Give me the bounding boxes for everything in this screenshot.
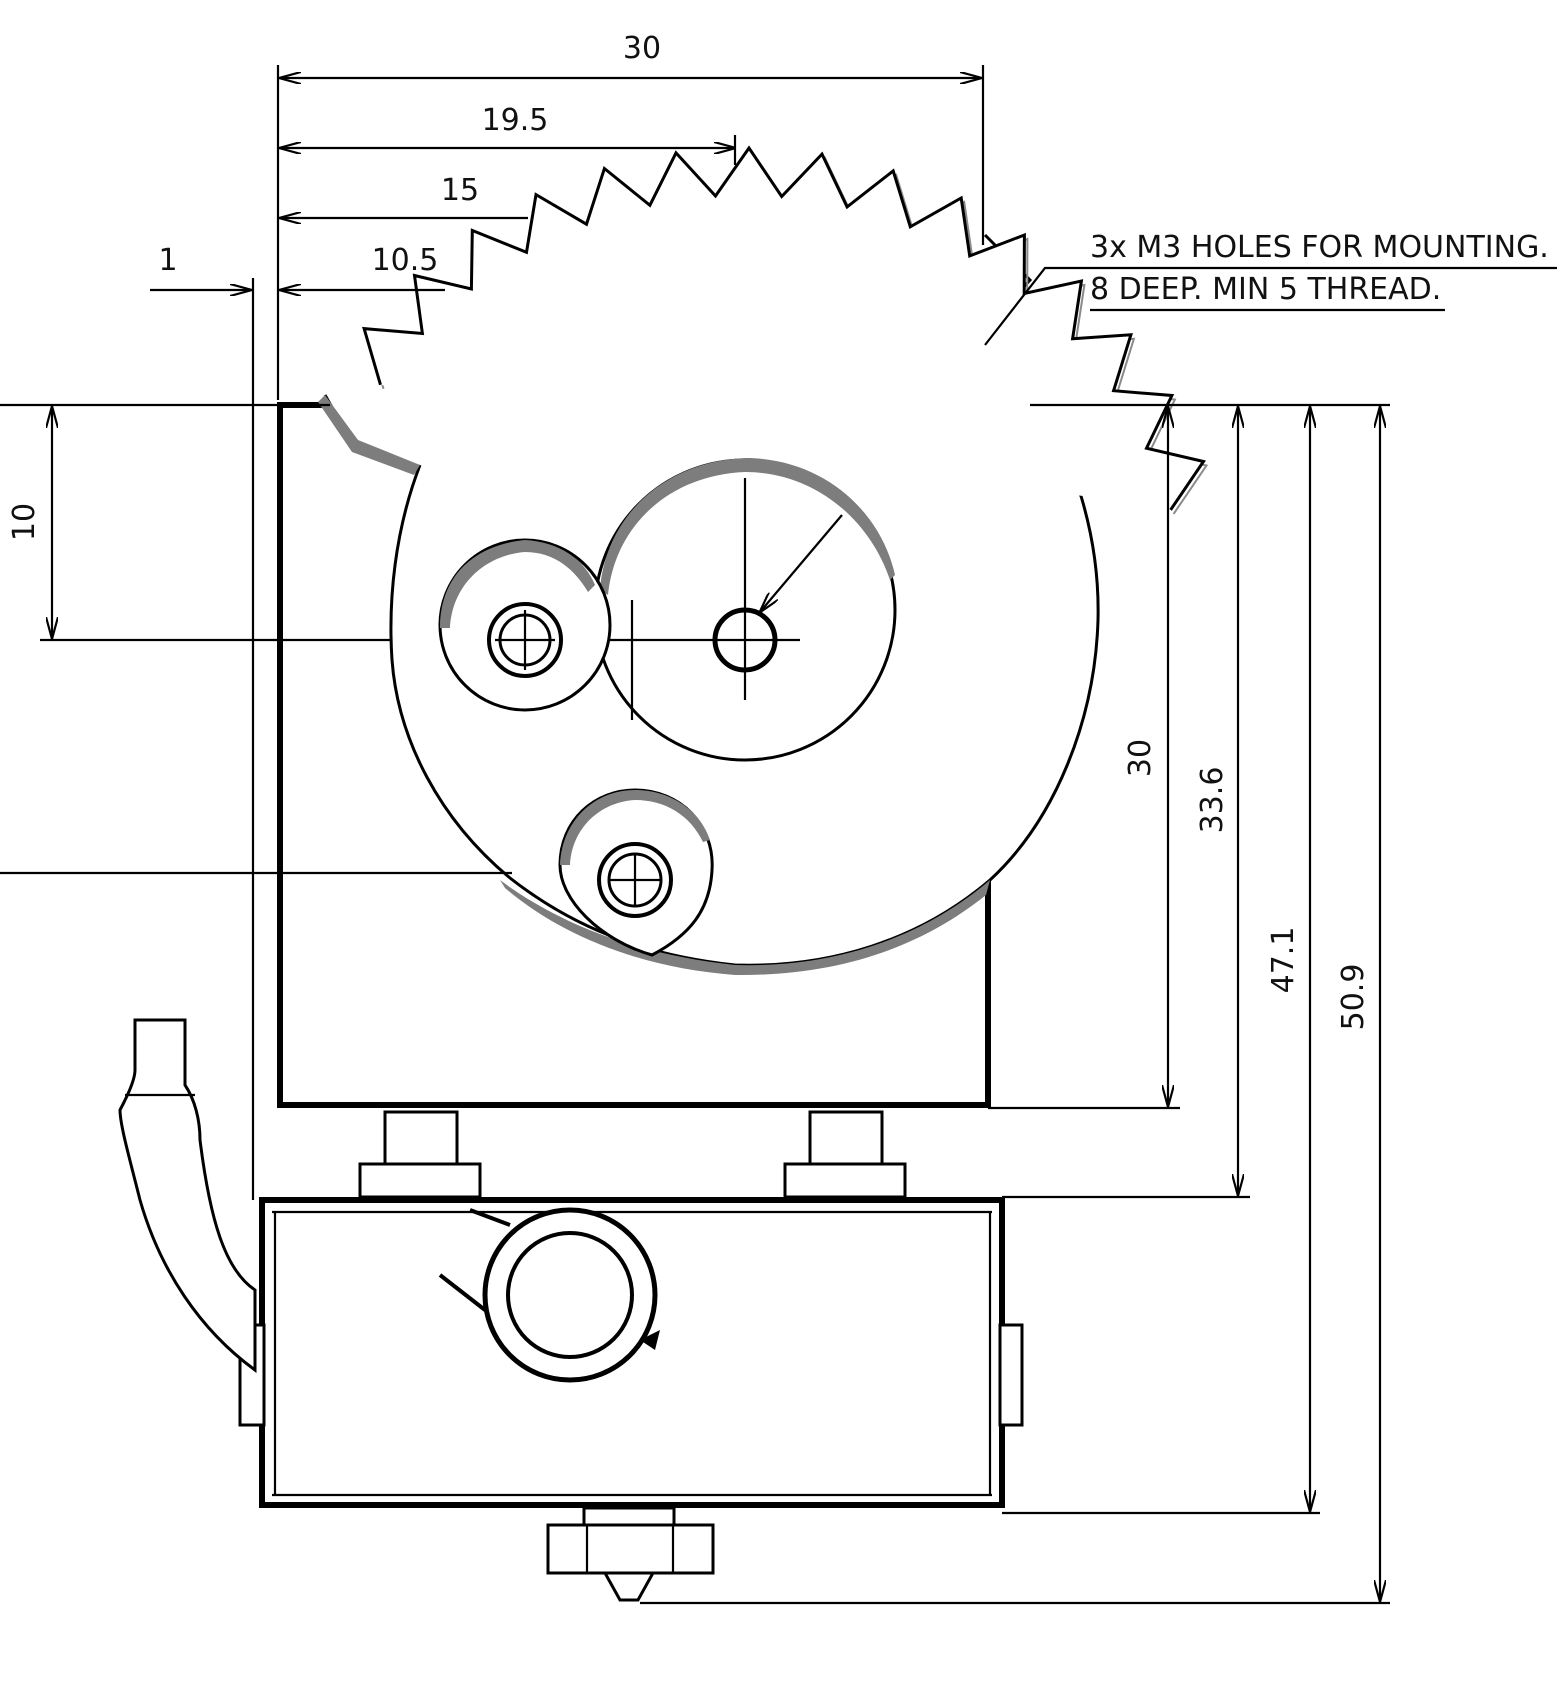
- standoffs: [358, 1110, 907, 1199]
- dim-label-30-height: 30: [1123, 739, 1158, 777]
- dim-label-50-9: 50.9: [1336, 964, 1371, 1031]
- dim-label-10-5: 10.5: [372, 243, 439, 278]
- dim-label-10: 10: [7, 503, 42, 541]
- vertical-dim-labels: 10 30 33.6 47.1 50.9: [7, 503, 1371, 1030]
- dim-label-33-6: 33.6: [1195, 767, 1230, 834]
- note-line-1: 3x M3 HOLES FOR MOUNTING.: [1090, 230, 1549, 265]
- dim-label-15: 15: [441, 173, 479, 208]
- gear-teeth: [362, 145, 1209, 515]
- lower-bearing: [558, 788, 714, 957]
- nozzle: [546, 1506, 715, 1602]
- gear-teeth-outline: [362, 145, 1206, 511]
- dim-label-1: 1: [158, 243, 177, 278]
- heater-cartridge: [438, 1207, 660, 1383]
- dim-label-47-1: 47.1: [1266, 927, 1301, 994]
- horizontal-dimensions: [150, 65, 985, 1200]
- idler-bearing: [438, 538, 612, 712]
- vertical-dimensions: [0, 403, 1390, 1605]
- dim-label-30-width: 30: [623, 31, 661, 66]
- horizontal-dim-labels: 30 19.5 15 10.5 1: [158, 31, 661, 278]
- thermistor-tube: [118, 1018, 257, 1373]
- mounting-note: 3x M3 HOLES FOR MOUNTING. 8 DEEP. MIN 5 …: [984, 230, 1557, 346]
- gear-bore: [593, 458, 897, 762]
- dim-label-19-5: 19.5: [482, 103, 549, 138]
- note-line-2: 8 DEEP. MIN 5 THREAD.: [1090, 272, 1441, 307]
